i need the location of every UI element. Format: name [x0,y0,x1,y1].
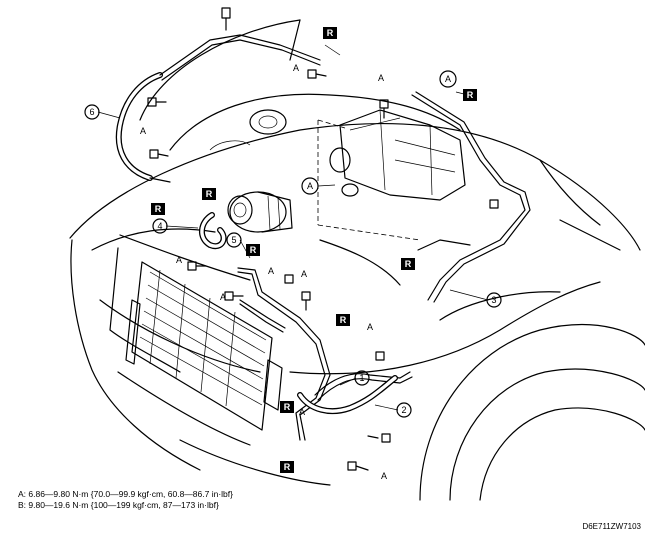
refrigerant-lines [115,34,531,441]
svg-text:R: R [155,204,162,214]
bolt-icon [284,274,294,284]
callout-4: 4 [152,218,168,234]
figure-code: D6E711ZW7103 [582,522,641,531]
svg-text:A: A [378,73,384,83]
bolt-icon [224,291,244,301]
bolt-icon [379,99,389,119]
callout-2: 2 [396,402,412,418]
svg-text:6: 6 [89,107,94,117]
r-box: R [323,27,337,39]
svg-text:R: R [206,189,213,199]
bolt-icon [367,433,391,443]
svg-text:R: R [284,402,291,412]
fasteners [147,7,499,471]
bolt-icon [489,199,499,209]
bolt-icon [147,97,167,107]
bolt-icon [187,261,207,271]
bolt-icon [301,291,311,311]
bolt-icon [149,149,169,159]
r-box: R [463,89,477,101]
ref-a-circle: A [439,70,457,88]
svg-text:4: 4 [157,221,162,231]
svg-text:A: A [301,269,307,279]
r-box: R [401,258,415,270]
bolt-icon [307,69,327,79]
ref-a-circle: A [301,177,319,195]
svg-text:A: A [268,266,274,276]
callout-5: 5 [226,232,242,248]
svg-text:A: A [220,292,226,302]
svg-text:A: A [307,181,313,191]
svg-text:R: R [340,315,347,325]
svg-text:A: A [176,255,182,265]
torque-spec-a: A: 6.86—9.80 N·m {70.0—99.9 kgf·cm, 60.8… [18,489,233,499]
condenser [109,234,283,431]
r-box: R [280,401,294,413]
svg-text:A: A [140,126,146,136]
r-box: R [151,203,165,215]
svg-text:R: R [327,28,334,38]
svg-text:A: A [293,63,299,73]
svg-text:5: 5 [231,235,236,245]
svg-text:R: R [467,90,474,100]
svg-text:3: 3 [491,295,496,305]
r-box: R [202,188,216,200]
svg-text:2: 2 [401,405,406,415]
torque-a-labels: A A A A A A A A A A [140,63,387,481]
svg-text:R: R [284,462,291,472]
compressor [227,191,293,233]
vehicle-body [69,19,645,501]
bolt-icon [347,461,369,471]
callout-1: 1 [354,370,370,386]
hvac-unit [317,109,466,241]
svg-text:R: R [405,259,412,269]
callout-6: 6 [84,104,100,120]
bolt-icon [375,351,385,361]
torque-spec-b: B: 9.80—19.6 N·m {100—199 kgf·cm, 87—173… [18,500,219,510]
svg-text:A: A [367,322,373,332]
r-box: R [246,244,260,256]
leader-lines [97,44,489,411]
svg-text:1: 1 [359,373,364,383]
svg-text:A: A [445,74,451,84]
bolt-icon [221,7,231,31]
callout-3: 3 [486,292,502,308]
svg-text:R: R [250,245,257,255]
svg-text:A: A [381,471,387,481]
svg-text:A: A [299,407,305,417]
r-box: R [336,314,350,326]
reuse-labels: R R R R R R R R R [151,27,477,473]
r-box: R [280,461,294,473]
